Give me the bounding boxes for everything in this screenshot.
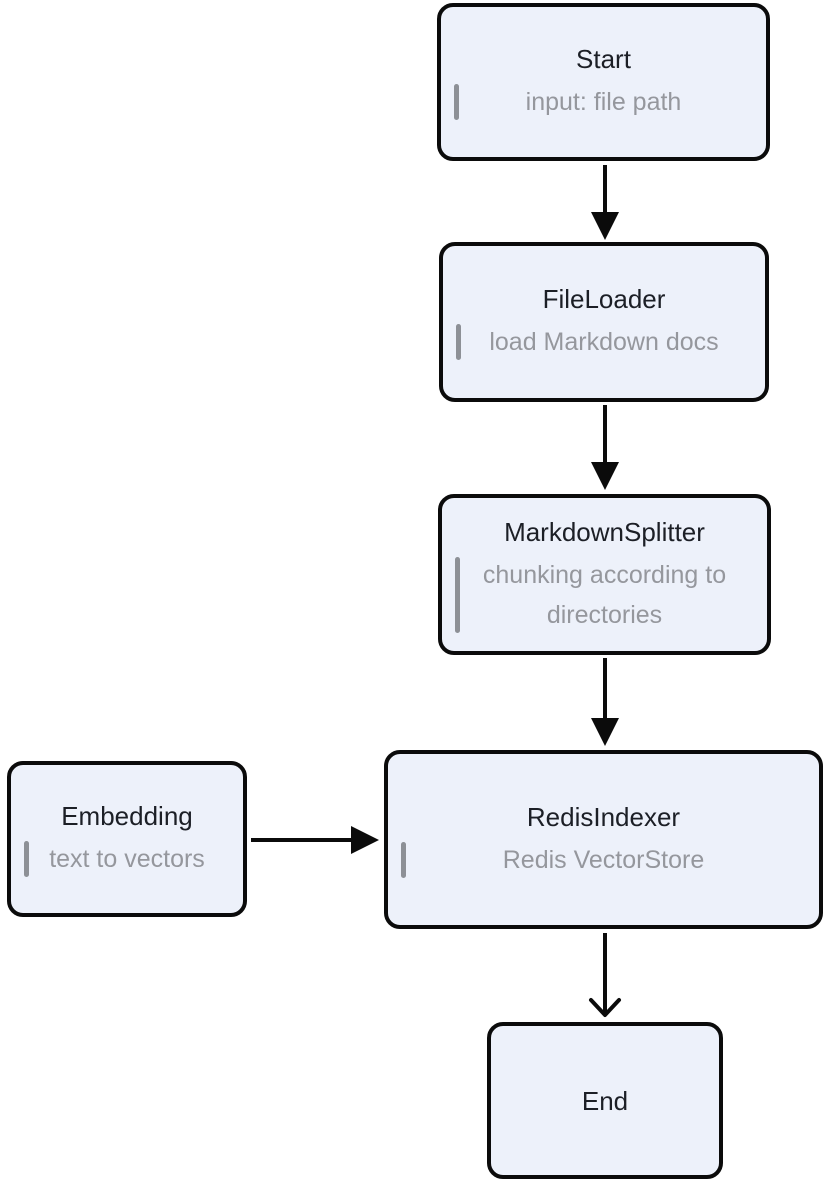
arrowhead-open-icon bbox=[589, 998, 621, 1017]
node-title: MarkdownSplitter bbox=[504, 516, 705, 547]
node-subtitle-text: text to vectors bbox=[49, 845, 205, 873]
edge-embedding-to-redisindexer bbox=[251, 826, 379, 854]
node-subtitle: text to vectors bbox=[11, 839, 243, 879]
node-subtitle: load Markdown docs bbox=[443, 322, 765, 362]
subtitle-accent-bar bbox=[401, 841, 406, 878]
node-title: RedisIndexer bbox=[526, 801, 681, 832]
node-subtitle-text: input: file path bbox=[525, 88, 682, 116]
node-end: End bbox=[487, 1022, 723, 1179]
node-subtitle-text: Redis VectorStore bbox=[502, 845, 705, 874]
node-title: Start bbox=[576, 44, 631, 74]
arrowhead-filled-icon bbox=[591, 212, 619, 240]
node-fileloader: FileLoader load Markdown docs bbox=[439, 242, 769, 402]
edge-markdownsplitter-to-redisindexer bbox=[591, 658, 619, 746]
node-subtitle: chunking according to directories bbox=[442, 555, 767, 635]
subtitle-accent-bar bbox=[456, 324, 461, 360]
node-start: Start input: file path bbox=[437, 3, 770, 161]
node-redisindexer: RedisIndexer Redis VectorStore bbox=[384, 750, 823, 929]
node-embedding: Embedding text to vectors bbox=[7, 761, 247, 917]
node-title: FileLoader bbox=[542, 284, 666, 314]
subtitle-accent-bar bbox=[24, 841, 29, 877]
edge-redisindexer-to-end bbox=[589, 933, 621, 1017]
node-subtitle: input: file path bbox=[441, 82, 766, 122]
node-subtitle: Redis VectorStore bbox=[388, 840, 819, 880]
edge-fileloader-to-markdownsplitter bbox=[591, 405, 619, 490]
node-markdownsplitter: MarkdownSplitter chunking according to d… bbox=[438, 494, 771, 655]
arrowhead-filled-icon bbox=[591, 462, 619, 490]
edge-start-to-fileloader bbox=[591, 165, 619, 240]
subtitle-accent-bar bbox=[454, 84, 459, 120]
node-subtitle-text: load Markdown docs bbox=[489, 328, 719, 356]
arrowhead-filled-icon bbox=[591, 718, 619, 746]
node-title: Embedding bbox=[61, 801, 193, 831]
node-subtitle-text: chunking according to directories bbox=[482, 560, 727, 629]
subtitle-accent-bar bbox=[455, 556, 460, 633]
node-title: End bbox=[581, 1085, 629, 1116]
arrowhead-filled-icon bbox=[351, 826, 379, 854]
